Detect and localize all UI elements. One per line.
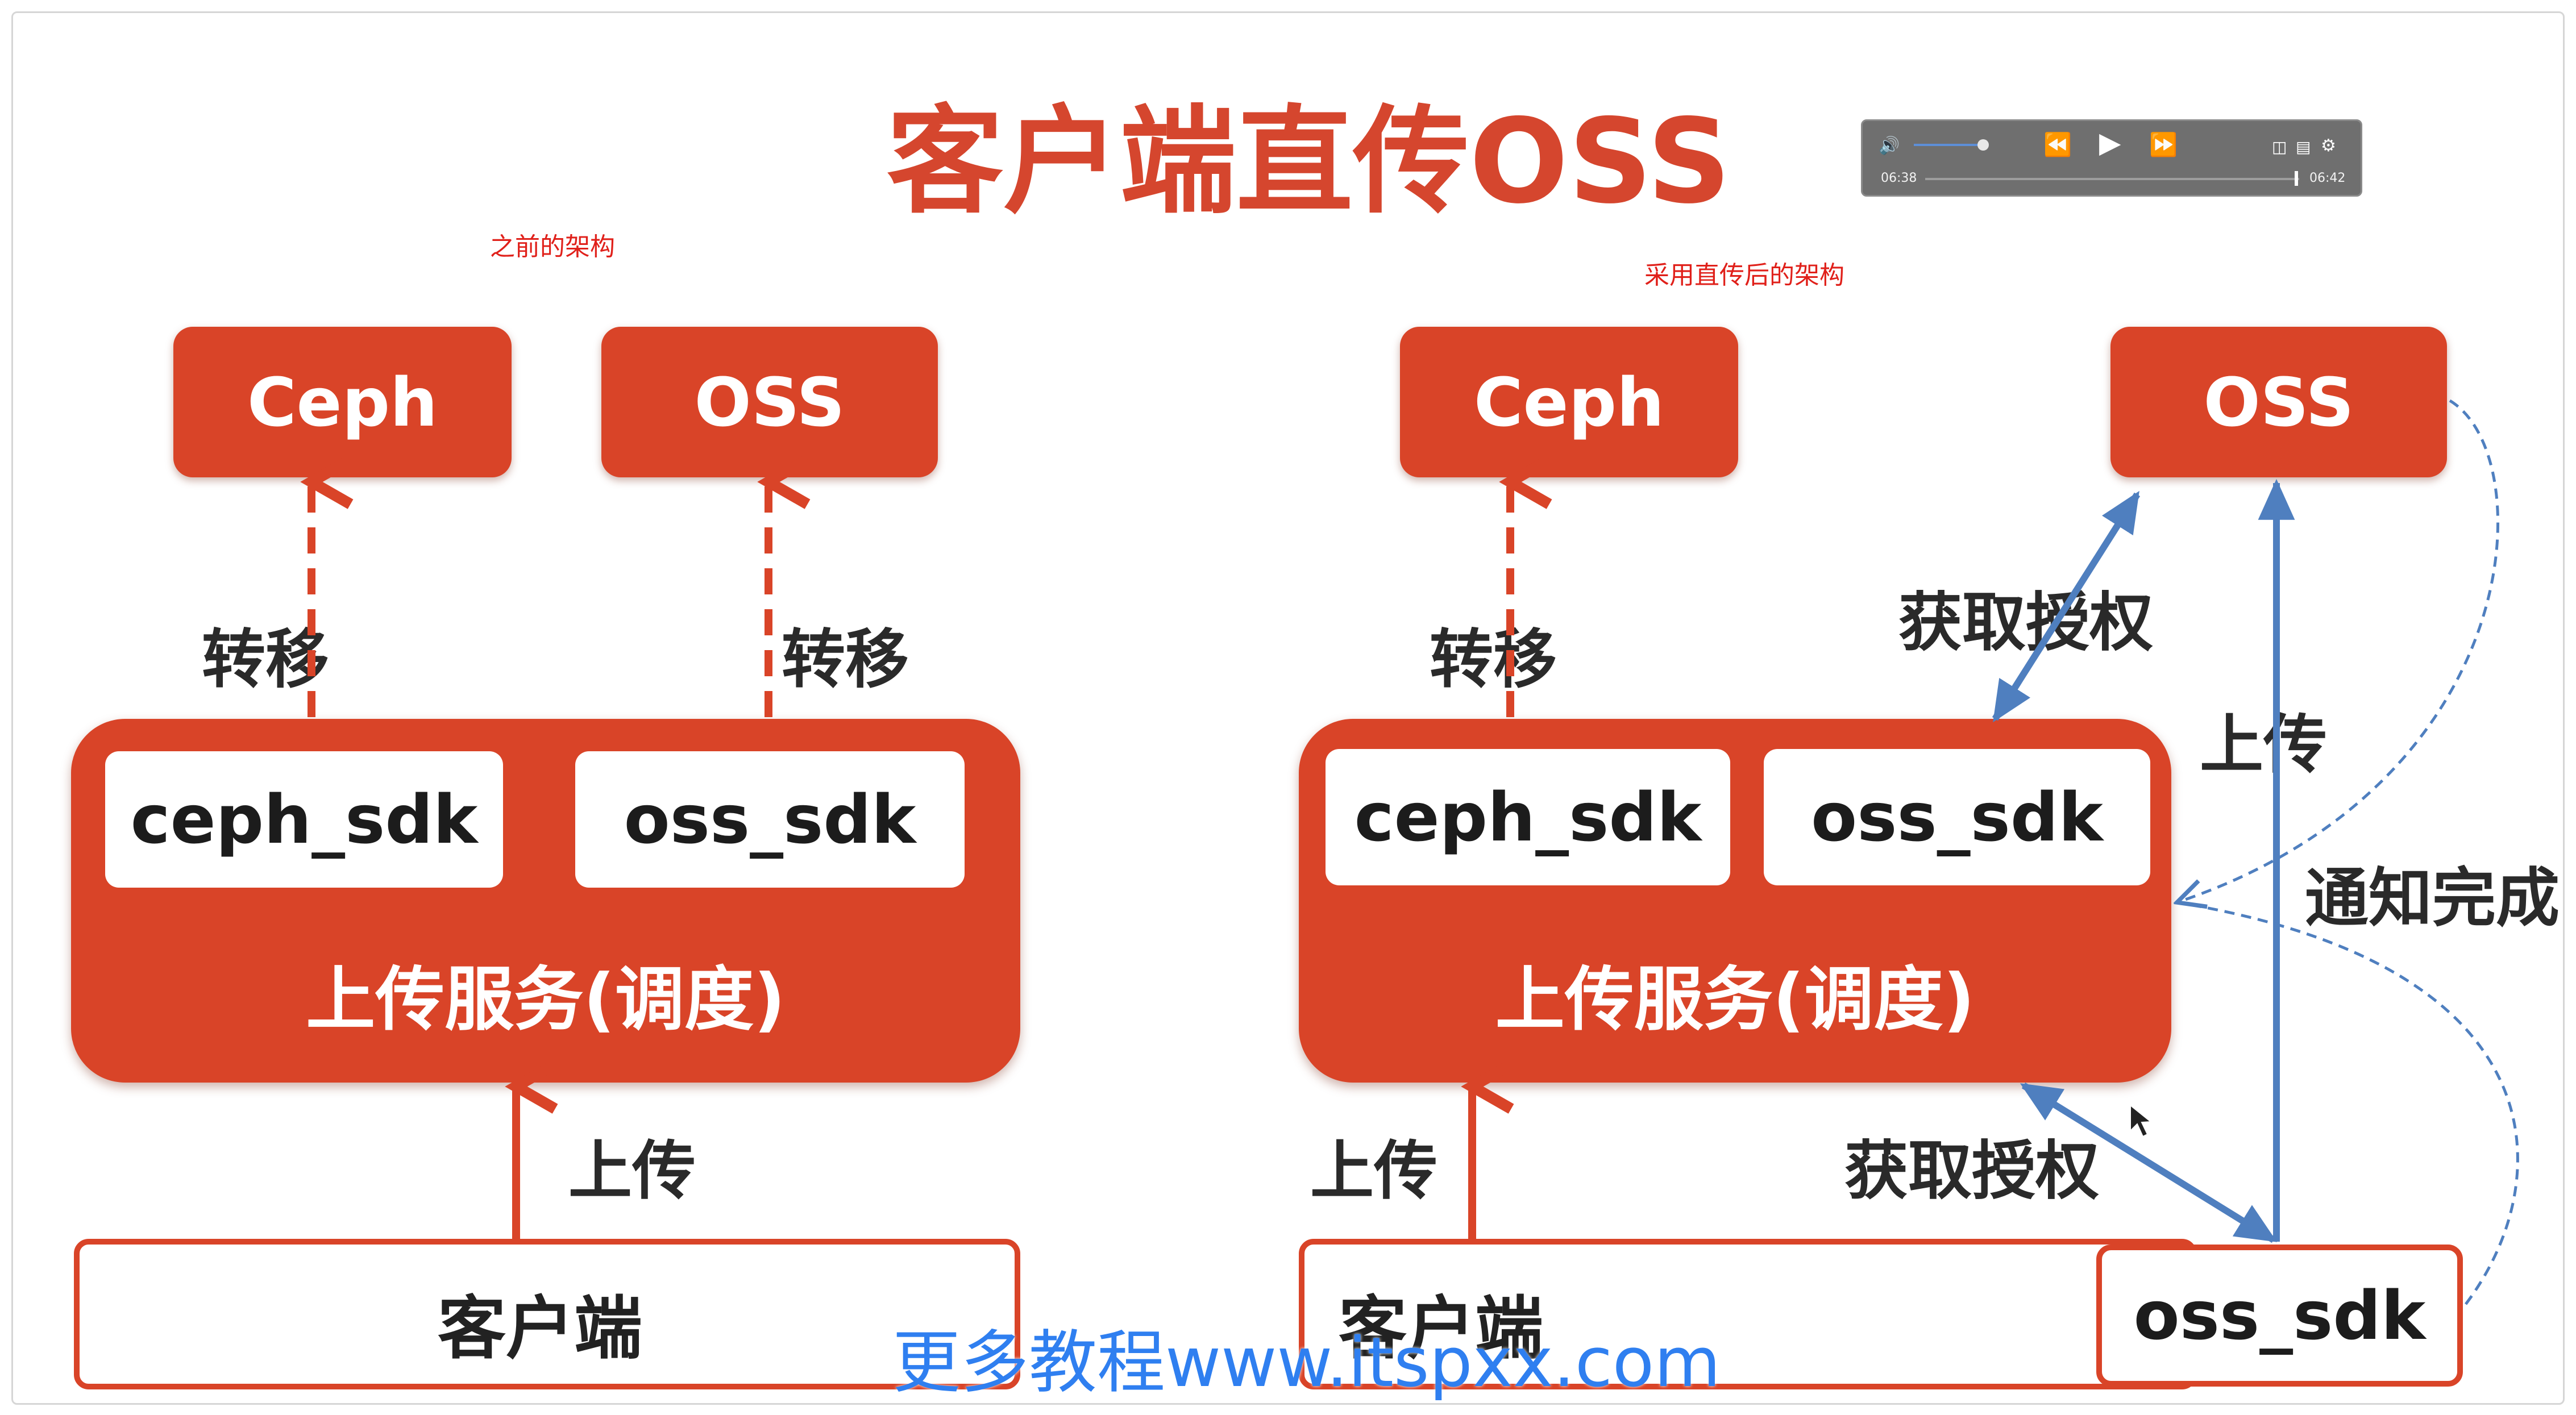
left-ceph-box: Ceph xyxy=(173,327,512,477)
right-service-label: 上传服务(调度) xyxy=(1495,959,1975,1040)
notify-curve-client xyxy=(2176,901,2519,1305)
left-oss-box: OSS xyxy=(601,327,938,477)
video-player-controls[interactable]: 🔊 ⏪ ▶ ⏩ ◫ ▤ ⚙ 06:38 06:42 xyxy=(1861,119,2362,197)
fast-forward-icon[interactable]: ⏩ xyxy=(2149,132,2178,158)
volume-slider[interactable] xyxy=(1914,144,1982,146)
right-upload-label: 上传 xyxy=(1310,1134,1437,1208)
volume-knob[interactable] xyxy=(1977,139,1989,151)
right-client-box xyxy=(1299,1239,2197,1389)
picture-in-picture-icon[interactable]: ◫ xyxy=(2272,138,2287,156)
volume-icon[interactable]: 🔊 xyxy=(1879,136,1900,156)
left-service-label: 上传服务(调度) xyxy=(306,959,786,1040)
right-caption: 采用直传后的架构 xyxy=(1644,261,1844,290)
play-icon[interactable]: ▶ xyxy=(2099,126,2121,159)
left-oss-sdk: oss_sdk xyxy=(575,751,965,888)
right-notify-label: 通知完成 xyxy=(2305,862,2560,935)
left-client-label: 客户端 xyxy=(438,1289,642,1368)
progress-handle[interactable] xyxy=(2295,171,2298,186)
right-oss-box: OSS xyxy=(2110,327,2447,477)
mouse-cursor-icon xyxy=(2130,1104,2153,1138)
left-client-box xyxy=(74,1239,1020,1389)
right-upload-oss-label: 上传 xyxy=(2200,708,2327,782)
right-transfer-label: 转移 xyxy=(1430,623,1557,697)
time-current: 06:38 xyxy=(1881,171,1917,185)
left-caption: 之前的架构 xyxy=(490,232,615,261)
gear-icon[interactable]: ⚙ xyxy=(2321,136,2336,156)
right-oss-sdk: oss_sdk xyxy=(1764,749,2150,885)
left-ceph-sdk: ceph_sdk xyxy=(105,751,503,888)
subtitles-icon[interactable]: ▤ xyxy=(2296,138,2311,156)
time-total: 06:42 xyxy=(2309,171,2346,185)
notify-curve-oss xyxy=(2177,399,2500,902)
left-upload-label: 上传 xyxy=(568,1134,696,1208)
slide-title: 客户端直传OSS xyxy=(887,94,1731,230)
left-transfer-label-b: 转移 xyxy=(782,623,909,697)
right-ceph-sdk: ceph_sdk xyxy=(1326,749,1730,885)
rewind-icon[interactable]: ⏪ xyxy=(2043,132,2072,158)
auth-arrow-top xyxy=(1992,490,2141,723)
right-client-label: 客户端 xyxy=(1339,1289,1543,1368)
right-client-oss-sdk: oss_sdk xyxy=(2096,1245,2463,1387)
watermark-text: 更多教程www.itspxx.com xyxy=(892,1324,1721,1402)
progress-track[interactable] xyxy=(1925,178,2299,180)
right-ceph-box: Ceph xyxy=(1400,327,1738,477)
auth-arrow-bottom xyxy=(2020,1082,2278,1243)
